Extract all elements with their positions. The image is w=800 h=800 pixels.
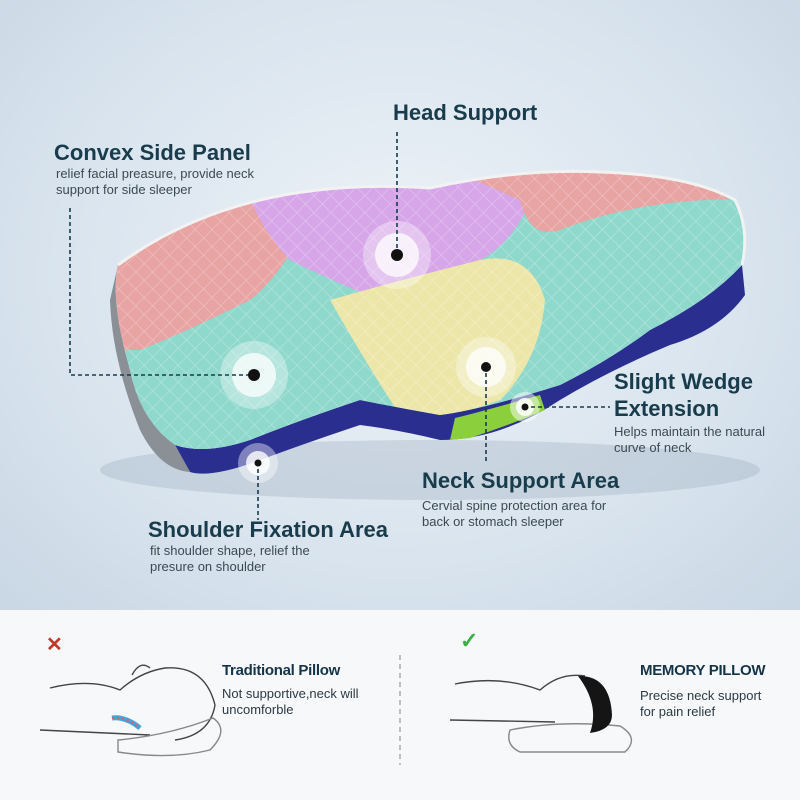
spine-highlight: [111, 715, 142, 730]
wedge-title-line1: Slight Wedge: [614, 369, 753, 394]
traditional-pillow-desc: Not supportive,neck will uncomforble: [222, 686, 359, 717]
traditional-sleeper-illustration: [39, 664, 222, 757]
check-icon: ✓: [460, 628, 479, 653]
wedge-desc: Helps maintain the natural curve of neck: [614, 424, 766, 455]
wedge-title-line2: Extension: [614, 396, 720, 421]
hotspot-neck: [456, 337, 516, 397]
traditional-pillow-title: Traditional Pillow: [222, 662, 340, 679]
memory-pillow-title: MEMORY PILLOW: [640, 662, 766, 679]
head-support-title: Head Support: [393, 100, 538, 125]
memory-sleeper-illustration: [449, 674, 633, 753]
hotspot-head: [363, 221, 431, 289]
cross-icon: ✕: [46, 634, 63, 656]
shoulder-fixation-desc: fit shoulder shape, relief the presure o…: [150, 543, 310, 574]
pillow-side-band: [175, 265, 745, 474]
pillow-illustration: [69, 132, 760, 520]
shoulder-fixation-title: Shoulder Fixation Area: [148, 517, 389, 542]
convex-side-panel-title: Convex Side Panel: [54, 140, 251, 165]
memory-pillow-desc: Precise neck support for pain relief: [640, 688, 762, 719]
hotspot-shoulder: [238, 443, 278, 483]
hotspot-wedge: [510, 392, 540, 422]
neck-support-desc: Cervial spine protection area for back o…: [422, 498, 607, 529]
wedge-title: Slight Wedge Extension: [614, 368, 753, 422]
leader-lines: [69, 132, 610, 520]
neck-support-title: Neck Support Area: [422, 468, 620, 493]
convex-side-panel-desc: relief facial preasure, provide neck sup…: [56, 166, 254, 197]
hotspot-convex: [220, 341, 288, 409]
memory-head-hair: [578, 675, 612, 733]
